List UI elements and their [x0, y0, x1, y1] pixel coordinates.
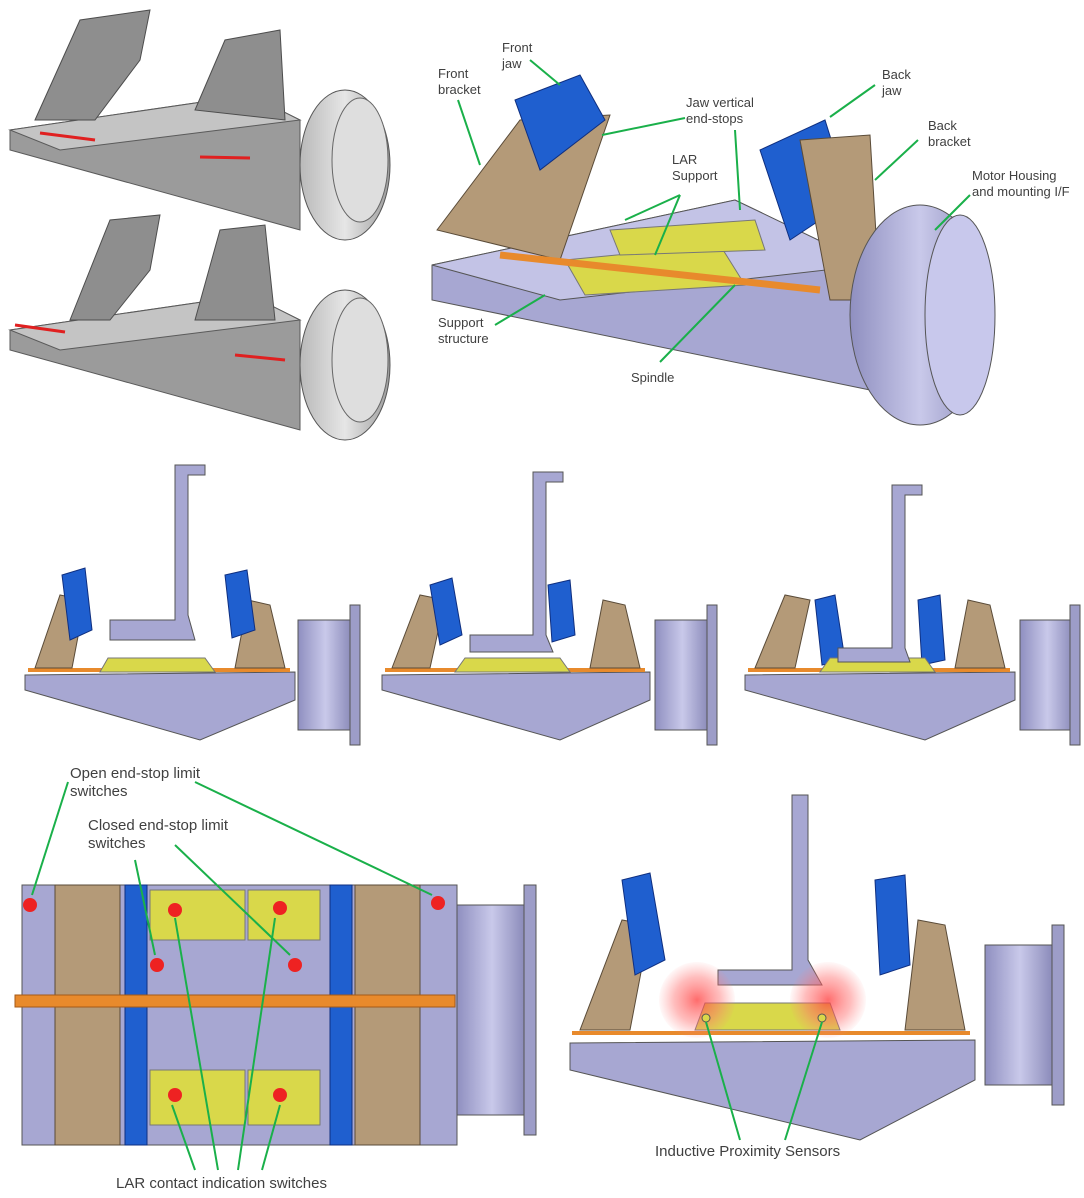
- side-view-3: [744, 484, 1081, 746]
- plan-view-switch-markers: [23, 896, 445, 1102]
- sensor-view: [569, 794, 1065, 1141]
- grey-view-closed: [8, 214, 391, 441]
- label-lar-contact: LAR contact indication switches: [116, 1175, 327, 1192]
- plan-view: [14, 884, 537, 1146]
- color-assembly: [431, 74, 996, 426]
- side-view-1: [24, 464, 361, 746]
- side-view-2: [381, 471, 718, 746]
- label-inductive-sensors: Inductive Proximity Sensors: [655, 1143, 840, 1160]
- grey-view-open: [8, 9, 391, 241]
- callout-lines-bottom-right: [705, 1021, 823, 1141]
- callout-lines-bottom-left: [31, 781, 433, 1171]
- label-spindle: Spindle: [631, 370, 674, 385]
- callout-lines-top: [457, 59, 971, 363]
